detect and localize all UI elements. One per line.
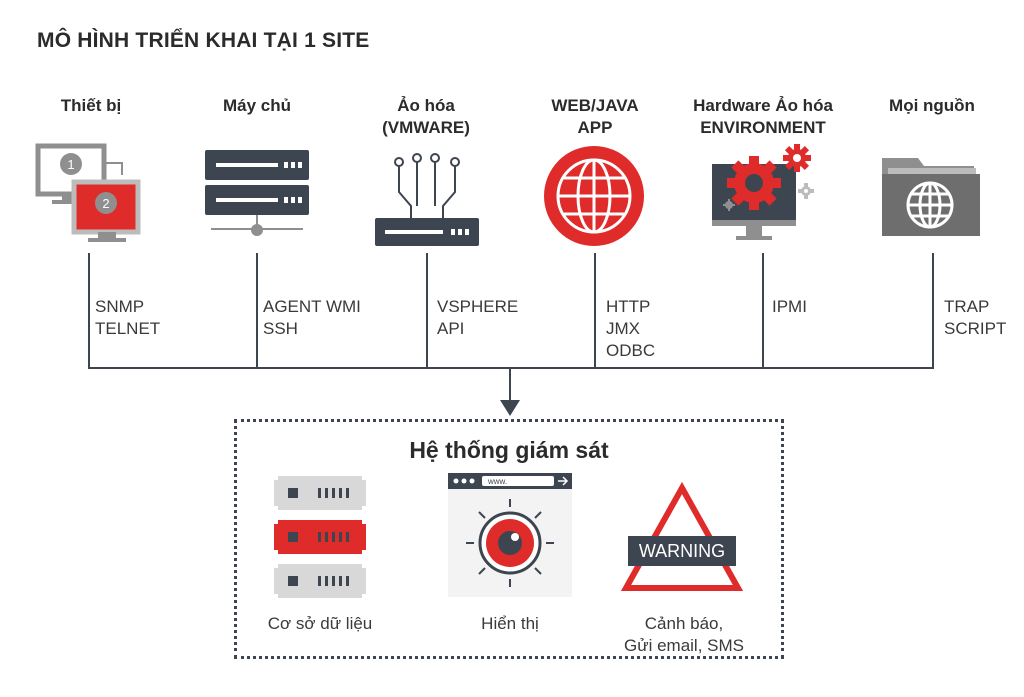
monitor-number-1: 1	[67, 157, 74, 172]
warning-text: WARNING	[639, 541, 725, 561]
folder-globe-icon	[882, 158, 980, 236]
browser-url-text: www.	[487, 477, 507, 486]
connector-any-source	[932, 253, 934, 369]
connector-web-app	[594, 253, 596, 369]
source-label-hardware-environment: Hardware Ảo hóa ENVIRONMENT	[693, 96, 833, 137]
source-label-virtualization: Ảo hóa (VMWARE)	[382, 96, 470, 137]
server-rack-icon	[205, 150, 309, 236]
monitoring-label-display: Hiển thị	[481, 614, 539, 633]
collector-bus-line	[88, 367, 934, 369]
monitor-number-2: 2	[102, 196, 109, 211]
gear-monitor-icon	[712, 144, 814, 240]
page-title: MÔ HÌNH TRIỂN KHAI TẠI 1 SITE	[37, 29, 370, 52]
monitoring-system-title: Hệ thống giám sát	[409, 437, 609, 463]
connector-hardware	[762, 253, 764, 369]
database-icon	[274, 476, 366, 598]
connector-virtualization	[426, 253, 428, 369]
virtualization-icon	[375, 153, 479, 246]
connector-devices	[88, 253, 90, 369]
monitoring-label-alerts: Cảnh báo, Gửi email, SMS	[623, 614, 744, 655]
source-label-web-app: WEB/JAVA APP	[551, 96, 639, 137]
connector-servers	[256, 253, 258, 369]
eye-display-icon: www.	[448, 473, 572, 597]
source-label-any-source: Mọi nguồn	[889, 96, 975, 115]
monitors-icon: 1 2	[35, 143, 141, 242]
monitoring-label-database: Cơ sở dữ liệu	[267, 614, 373, 633]
source-label-devices: Thiết bị	[60, 96, 122, 115]
protocols-hardware: IPMI	[772, 297, 807, 316]
monitoring-system-box	[234, 419, 784, 659]
arrow-down-icon	[500, 400, 520, 416]
bus-down-line	[509, 367, 511, 405]
globe-icon	[544, 146, 644, 246]
source-label-servers: Máy chủ	[222, 96, 292, 115]
warning-icon: WARNING	[620, 481, 744, 591]
